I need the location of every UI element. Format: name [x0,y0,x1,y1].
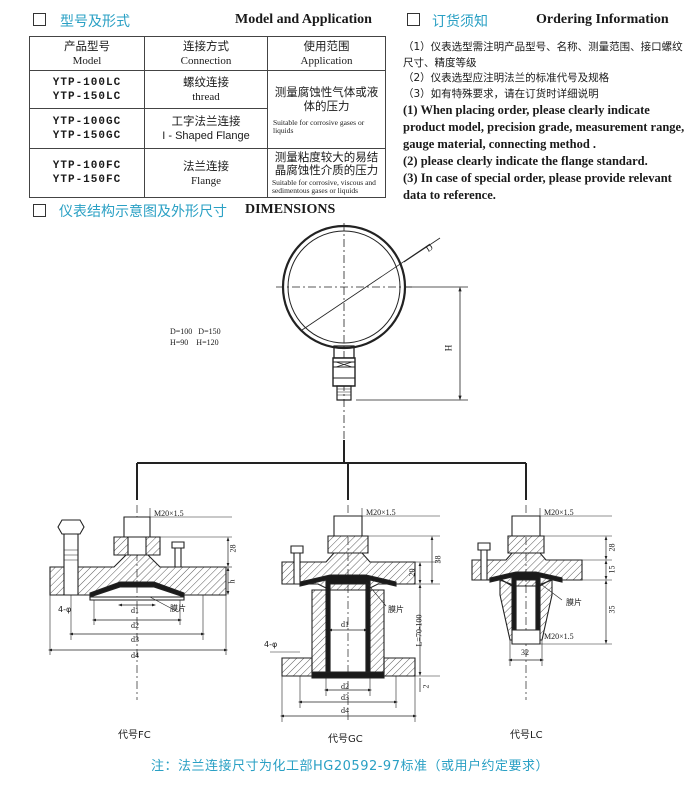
ordering-en-2: (2) please clearly indicate the flange s… [403,154,648,168]
dimensions-section-title-cn: 仪表结构示意图及外形尺寸 [59,204,227,220]
ordering-cn-1: （1）仪表选型需注明产品型号、名称、测量范围、接口螺纹尺寸、精度等级 [403,41,683,69]
gc-caption: 代号GC [328,734,363,745]
gc-d2-label: d2 [341,682,349,691]
gauge-thread [336,385,352,401]
fc-bolt-head [57,519,85,535]
gauge-spec-line-2: H=90 H=120 [170,338,219,347]
gc-holes-label: 4-φ [264,640,278,649]
model-section-checkbox-icon [33,13,46,26]
lc-thread-port [511,515,541,537]
ordering-en-1: (1) When placing order, please clearly i… [403,103,685,151]
gc-thread-port [333,515,363,537]
lc-membrane-label: 膜片 [566,598,582,607]
connector-lines [136,440,527,500]
fc-thread-port [123,516,151,538]
fc-height-label: 28 [228,544,238,553]
fc-membrane-label: 膜片 [170,604,186,613]
gc-dim-2-label: 2 [421,684,431,689]
fc-h-label: h [227,579,237,584]
ordering-section-checkbox-icon [407,13,420,26]
lc-thread-top-label: M20×1.5 [544,508,574,517]
ordering-section-title-cn: 订货须知 [432,14,488,30]
fc-caption: 代号FC [118,730,151,741]
gc-thread-label: M20×1.5 [366,508,396,517]
gc-membrane-label: 膜片 [388,605,404,614]
fc-d4-label: d4 [131,651,139,660]
fc-d3-label: d3 [131,635,139,644]
lc-dim-28-label: 28 [607,543,617,552]
fc-holes-label: 4-φ [58,605,72,614]
footer-note: 注：法兰连接尺寸为化工部HG20592-97标准（或用户约定要求） [151,759,549,774]
ordering-cn-2: （2）仪表选型应注明法兰的标准代号及规格 [403,72,610,84]
gc-dim-20-label: 20 [407,568,417,577]
lc-drawing [471,505,612,700]
gauge-socket [332,357,356,387]
lc-dim-32-label: 32 [521,648,529,657]
fc-membrane [89,581,185,598]
gc-d3-label: d3 [341,693,349,702]
gc-dim-38-label: 38 [433,555,443,564]
gc-d4-label: d4 [341,706,349,715]
dimensions-section-checkbox-icon [33,204,46,217]
gauge-height-label: H [443,344,454,352]
fc-d1-label: d1 [131,606,139,615]
gc-length-label: L=70-100 [414,614,424,647]
dimensions-section-title-en: DIMENSIONS [245,202,336,217]
gauge-drawing [276,223,468,440]
gc-drawing [270,505,440,722]
gauge-spec-line-1: D=100 D=150 [170,327,221,336]
ordering-section-title-en: Ordering Information [536,12,669,27]
lc-thread-bottom-label: M20×1.5 [544,632,574,641]
ordering-cn-3: （3）如有特殊要求，请在订货时详细说明 [403,87,599,100]
ordering-info: （1）仪表选型需注明产品型号、名称、测量范围、接口螺纹尺寸、精度等级 （2）仪表… [403,40,693,204]
gauge-diameter-line [301,243,431,331]
gc-d1-label: d1 [341,620,349,629]
fc-thread-label: M20×1.5 [154,509,184,518]
fc-d2-label: d2 [131,621,139,630]
fc-drawing [47,505,232,700]
model-section-title-en: Model and Application [235,12,372,27]
ordering-en-3: (3) In case of special order, please pro… [403,171,672,202]
model-section-title-cn: 型号及形式 [60,14,130,30]
lc-caption: 代号LC [510,730,543,741]
lc-dim-15-label: 15 [607,565,617,574]
lc-dim-35-label: 35 [607,605,617,614]
lc-flange [471,552,583,587]
